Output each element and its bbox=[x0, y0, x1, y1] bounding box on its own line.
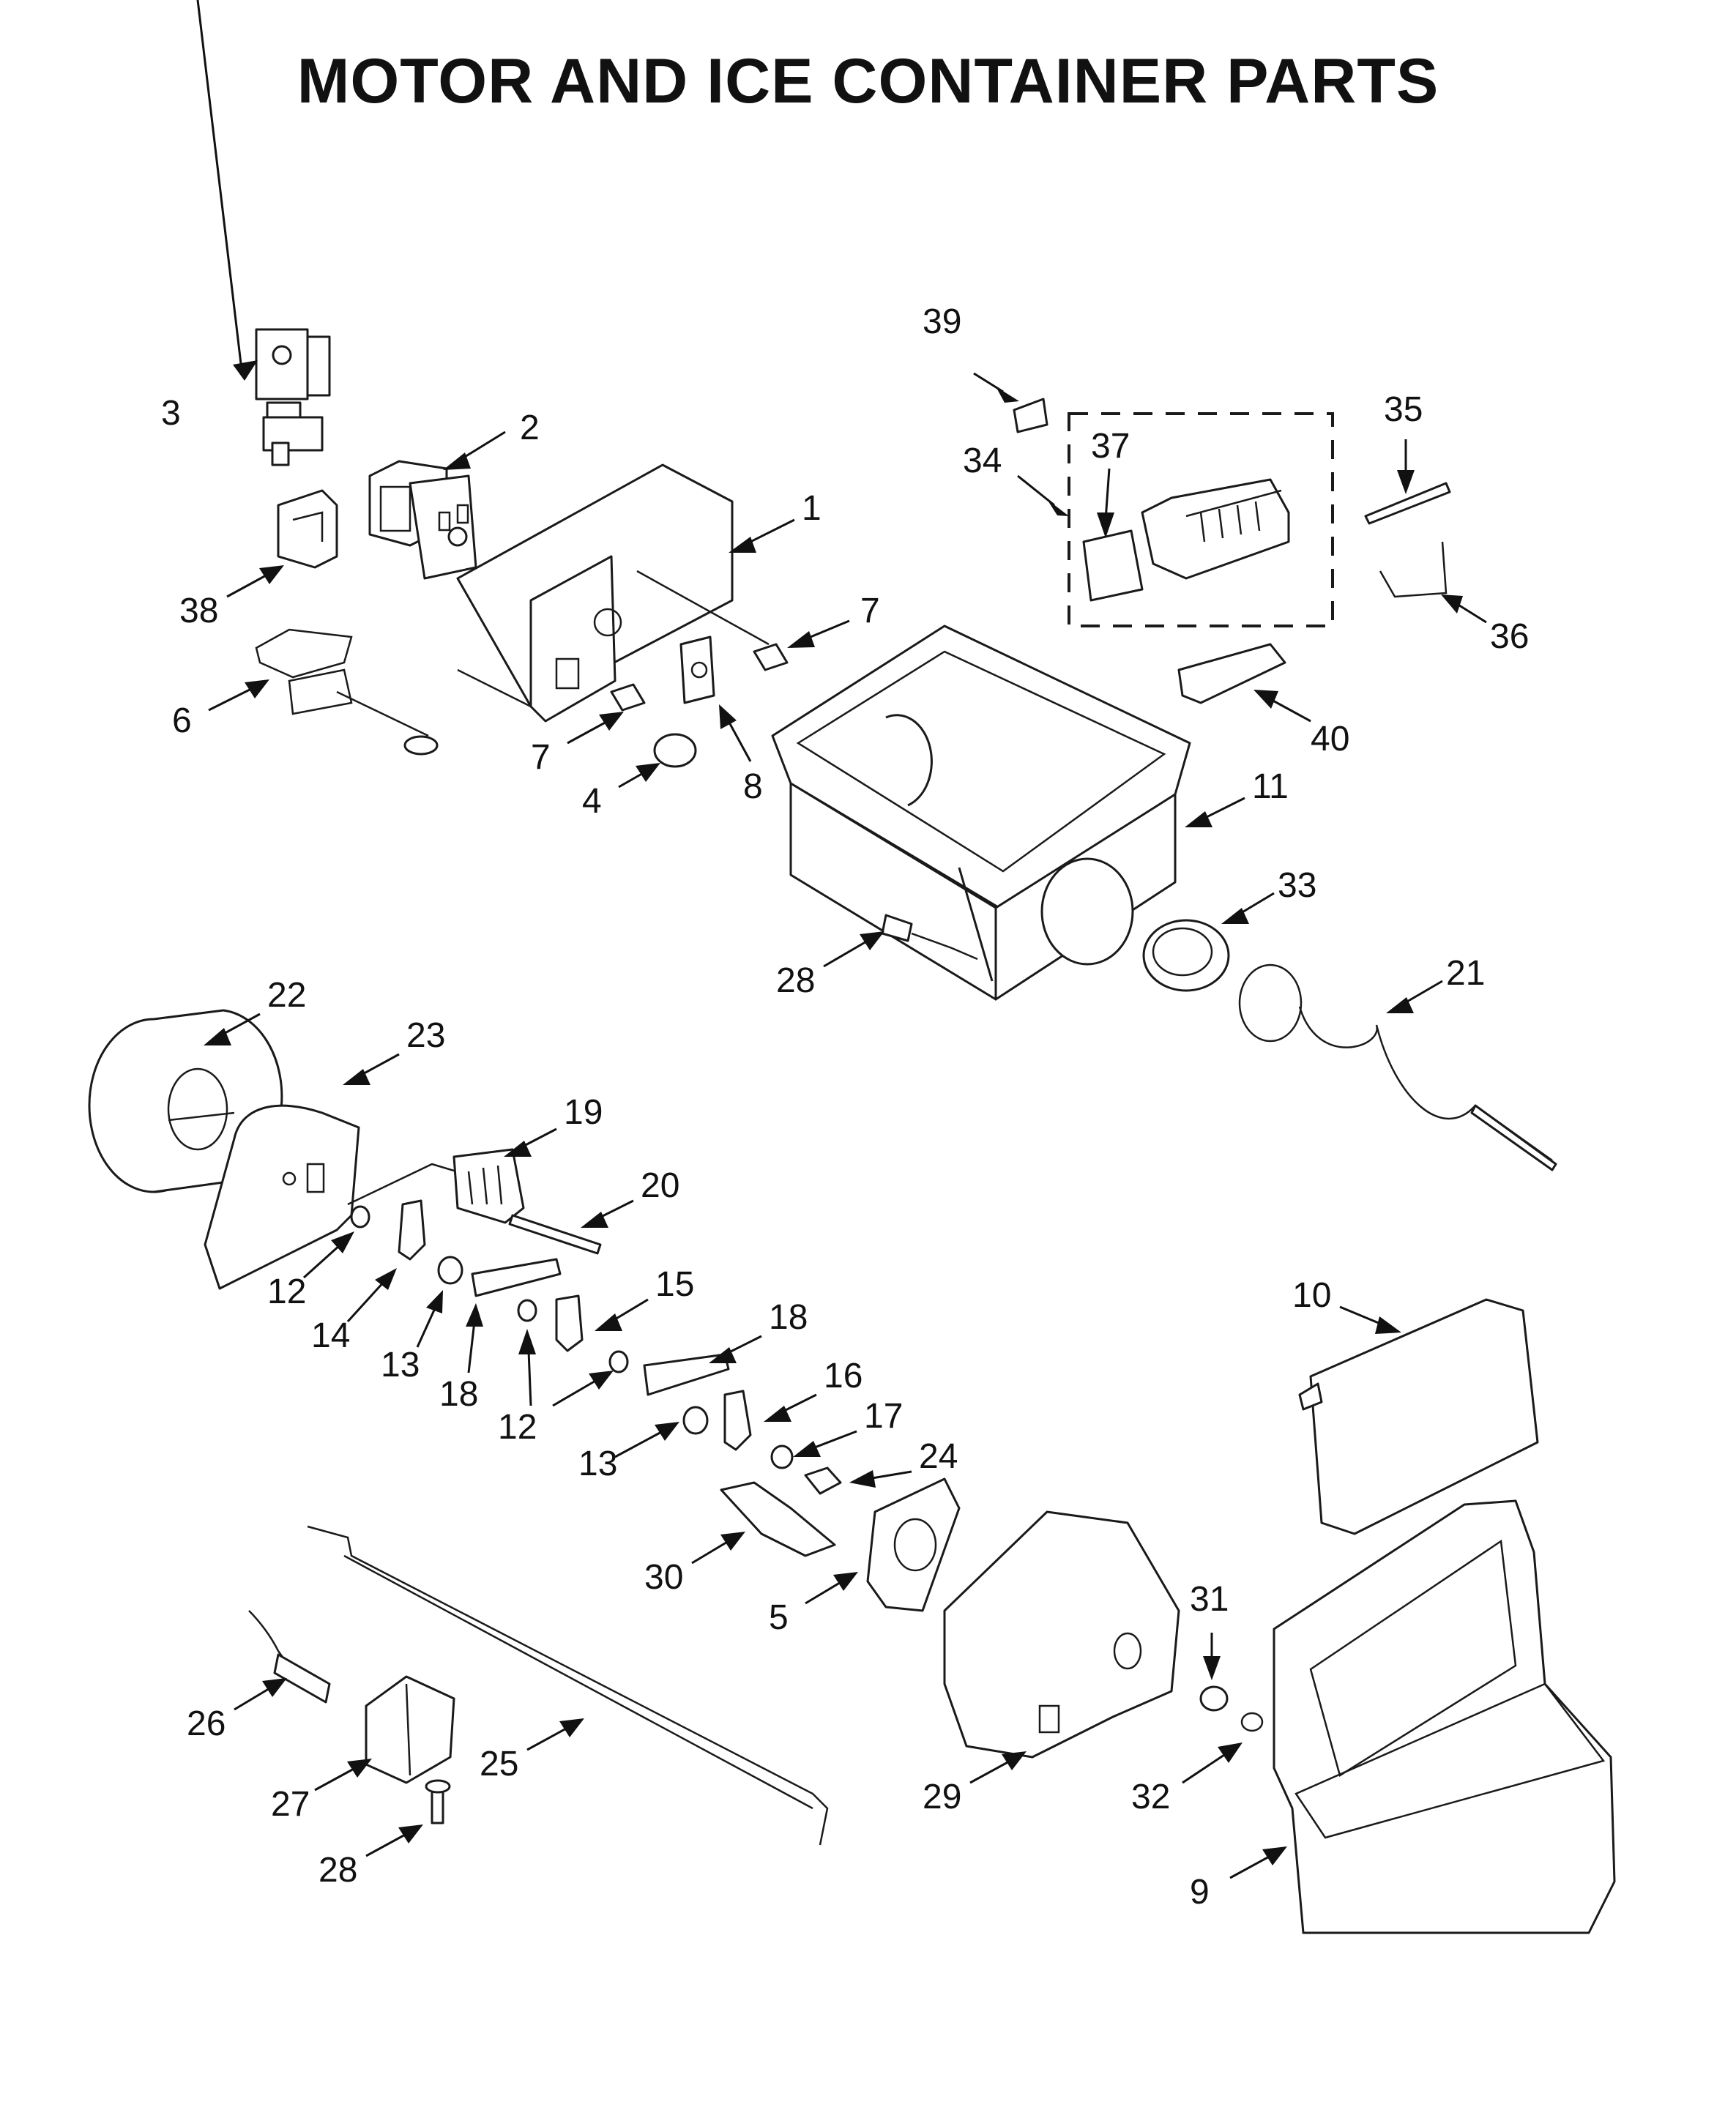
callout-24: 24 bbox=[919, 1437, 958, 1476]
part-25-rail bbox=[307, 1525, 829, 1846]
callout-6: 6 bbox=[172, 701, 192, 740]
part-2-motor bbox=[368, 460, 477, 580]
callout-38: 38 bbox=[179, 592, 218, 630]
part-38-bracket bbox=[277, 489, 338, 569]
callout-18-lower: 18 bbox=[769, 1298, 808, 1337]
part-34-icemaker-assembly-frame bbox=[1068, 412, 1334, 627]
part-18-blade-upper bbox=[471, 1258, 562, 1297]
part-9-dispenser-housing bbox=[1273, 1499, 1616, 1934]
part-31-washer bbox=[1199, 1685, 1229, 1712]
callout-19: 19 bbox=[564, 1093, 603, 1132]
callout-13-upper: 13 bbox=[381, 1346, 420, 1384]
part-10-door bbox=[1298, 1298, 1539, 1535]
callout-35: 35 bbox=[1384, 390, 1423, 429]
part-7-screw-upper bbox=[753, 643, 789, 671]
callout-16: 16 bbox=[824, 1357, 863, 1395]
part-5-housing-cover bbox=[866, 1477, 961, 1612]
callout-15: 15 bbox=[655, 1265, 694, 1304]
part-35-shutoff-arm bbox=[1364, 482, 1451, 525]
callout-28-upper: 28 bbox=[776, 961, 815, 1000]
part-17-washer bbox=[770, 1444, 794, 1469]
callout-28-lower: 28 bbox=[318, 1851, 357, 1890]
callout-20: 20 bbox=[641, 1166, 679, 1205]
callout-14: 14 bbox=[311, 1316, 350, 1355]
callout-7-lower: 7 bbox=[531, 738, 551, 777]
callout-31: 31 bbox=[1190, 1580, 1229, 1619]
callout-13-lower: 13 bbox=[578, 1444, 617, 1483]
part-30-flap bbox=[720, 1481, 836, 1557]
part-6-wire-harness bbox=[255, 628, 439, 756]
part-7-screw-lower bbox=[610, 683, 646, 712]
callout-37: 37 bbox=[1091, 427, 1130, 466]
part-26-spring bbox=[248, 1610, 331, 1704]
part-drawings bbox=[88, 328, 1616, 1934]
part-15-blade bbox=[555, 1294, 584, 1352]
callout-5: 5 bbox=[769, 1598, 789, 1637]
callout-12-upper: 12 bbox=[267, 1272, 306, 1311]
part-12-bushing-mid bbox=[608, 1350, 629, 1373]
callout-21: 21 bbox=[1446, 954, 1485, 993]
callout-10: 10 bbox=[1292, 1276, 1331, 1315]
part-19-crusher-block bbox=[347, 1148, 525, 1224]
part-24-nut bbox=[804, 1466, 842, 1495]
callout-22: 22 bbox=[267, 976, 306, 1015]
part-28-screw-upper bbox=[881, 914, 978, 961]
part-23-plate bbox=[204, 1104, 360, 1290]
part-8-switch bbox=[679, 635, 715, 704]
callout-3: 3 bbox=[161, 394, 181, 433]
callout-25: 25 bbox=[480, 1745, 518, 1783]
part-28-screw-lower bbox=[425, 1779, 451, 1824]
part-32-clip bbox=[1240, 1712, 1264, 1732]
callout-18-upper: 18 bbox=[439, 1375, 478, 1414]
part-13-spacer-upper bbox=[437, 1256, 463, 1285]
part-1-motor-bracket bbox=[456, 463, 770, 723]
part-3-solenoid-valve bbox=[255, 328, 331, 466]
callout-9: 9 bbox=[1190, 1873, 1210, 1912]
callout-2: 2 bbox=[520, 409, 540, 447]
part-27-bracket bbox=[365, 1675, 455, 1784]
callout-27: 27 bbox=[271, 1785, 310, 1824]
callout-26: 26 bbox=[187, 1704, 226, 1743]
part-18-blade-lower bbox=[643, 1353, 730, 1396]
part-37-icemaker-module bbox=[1082, 478, 1290, 602]
callout-32: 32 bbox=[1131, 1778, 1170, 1816]
callout-23: 23 bbox=[406, 1016, 445, 1055]
part-14-blade bbox=[398, 1199, 426, 1261]
callout-33: 33 bbox=[1278, 866, 1316, 905]
part-40-fill-cup bbox=[1177, 643, 1286, 704]
part-20-pin bbox=[508, 1214, 602, 1255]
page-title: MOTOR AND ICE CONTAINER PARTS bbox=[297, 46, 1439, 116]
callout-8: 8 bbox=[743, 767, 763, 806]
part-12-bushing-upper bbox=[350, 1205, 370, 1229]
part-39-clip bbox=[1013, 398, 1048, 433]
part-36-wire-arm bbox=[1379, 541, 1448, 598]
callout-40: 40 bbox=[1311, 720, 1349, 758]
callout-12-lower: 12 bbox=[498, 1408, 537, 1447]
callout-7-upper: 7 bbox=[860, 592, 880, 630]
part-16-blade bbox=[723, 1390, 752, 1451]
callouts: 3 2 38 1 7 6 7 4 8 3 bbox=[161, 0, 1529, 1912]
part-21-auger-rod bbox=[1238, 963, 1557, 1171]
callout-30: 30 bbox=[644, 1558, 683, 1597]
callout-39: 39 bbox=[923, 302, 961, 341]
callout-36: 36 bbox=[1490, 617, 1529, 656]
part-12-bushing-lower bbox=[517, 1299, 537, 1322]
part-13-spacer-lower bbox=[682, 1406, 709, 1435]
callout-4: 4 bbox=[582, 782, 602, 821]
callout-17: 17 bbox=[864, 1397, 903, 1436]
callout-29: 29 bbox=[923, 1778, 961, 1816]
callout-1: 1 bbox=[802, 489, 822, 528]
part-11-ice-container bbox=[771, 625, 1191, 1001]
callout-34: 34 bbox=[963, 441, 1002, 480]
part-4-knob bbox=[653, 733, 697, 768]
part-33-bearing bbox=[1142, 919, 1230, 992]
callout-11: 11 bbox=[1252, 767, 1289, 806]
part-29-auger-motor-housing bbox=[943, 1510, 1180, 1759]
